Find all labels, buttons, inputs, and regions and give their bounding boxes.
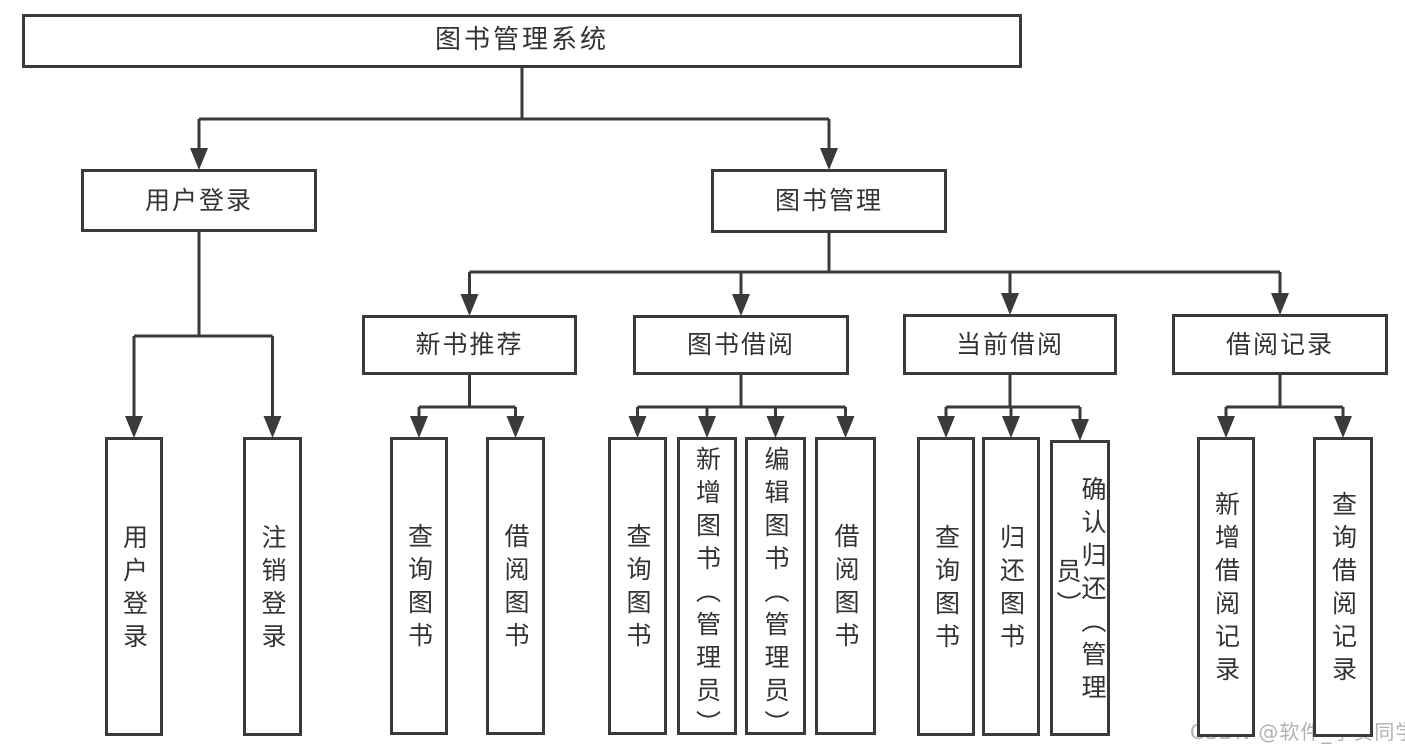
node-current-borrow: 当前借阅 xyxy=(903,314,1117,375)
node-logout-op: 注销登录 xyxy=(243,437,302,736)
node-add-borrow-record: 新增借阅记录 xyxy=(1197,437,1255,737)
node-borrow-book-recommend: 借阅图书 xyxy=(486,437,545,735)
node-borrow-book-op: 借阅图书 xyxy=(815,437,876,735)
node-borrow-records: 借阅记录 xyxy=(1172,314,1388,375)
node-user-login-op: 用户登录 xyxy=(105,437,163,736)
node-edit-book-admin: 编辑图书（管理员） xyxy=(745,437,806,743)
node-query-book-current: 查询图书 xyxy=(917,437,975,736)
node-book-borrow: 图书借阅 xyxy=(633,315,849,375)
node-confirm-return-admin: 确认归还（管理员） xyxy=(1050,440,1110,736)
node-new-book-recommend: 新书推荐 xyxy=(362,315,577,375)
node-return-book: 归还图书 xyxy=(982,437,1040,736)
node-book-management: 图书管理 xyxy=(711,169,947,233)
node-add-book-admin: 新增图书（管理员） xyxy=(677,437,737,743)
node-root: 图书管理系统 xyxy=(22,14,1022,68)
node-query-book-recommend: 查询图书 xyxy=(390,437,448,735)
node-query-book-borrow: 查询图书 xyxy=(608,437,667,735)
node-query-borrow-record: 查询借阅记录 xyxy=(1313,437,1373,737)
node-user-login: 用户登录 xyxy=(81,169,317,232)
